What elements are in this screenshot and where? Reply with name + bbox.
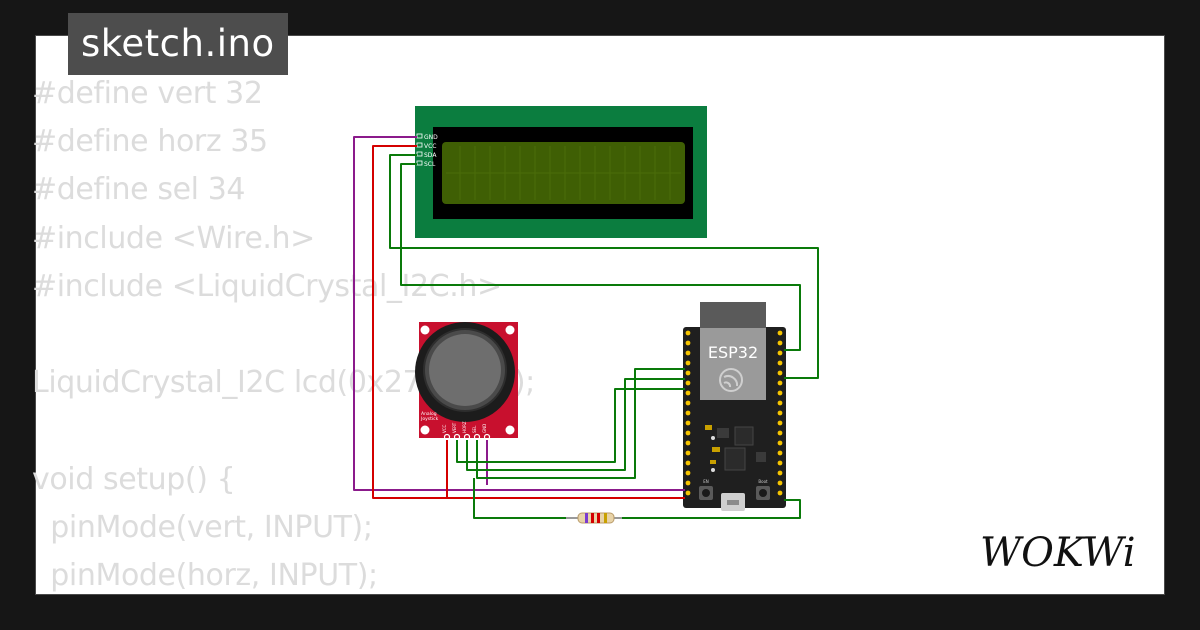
wire-scl <box>400 163 801 351</box>
esp32-devkit[interactable]: ESP32 <box>683 302 786 511</box>
joystick-label-joystick: Joystick <box>420 416 439 422</box>
esp32-antenna <box>700 302 766 328</box>
wire-pullup-right <box>622 499 801 519</box>
esp32-boot-label: Boot <box>758 479 768 484</box>
joystick-knob[interactable] <box>429 334 501 406</box>
wire-sel <box>476 368 685 479</box>
code-line: #include <LiquidCrystal_I2C.h> <box>32 268 502 304</box>
code-preview: #define vert 32 #define horz 35 #define se… <box>32 70 535 600</box>
esp32-right-pins <box>777 330 783 496</box>
code-line: pinMode(horz, INPUT); <box>32 557 378 593</box>
lcd-pin-scl-label: SCL <box>424 161 436 168</box>
code-line: #define horz 35 <box>32 124 268 160</box>
esp32-shield <box>700 328 766 400</box>
file-name-tab: sketch.ino <box>68 13 288 75</box>
espressif-logo-icon <box>719 368 743 392</box>
esp32-left-pins <box>685 330 691 496</box>
code-line: #define sel 34 <box>32 172 246 208</box>
code-line: #include <Wire.h> <box>32 220 315 256</box>
wires <box>353 136 819 519</box>
esp32-boot-button[interactable]: Boot <box>756 479 770 500</box>
wire-vcc-lcd <box>372 145 685 499</box>
wire-sda <box>389 154 819 379</box>
lcd-module[interactable]: GND VCC SDA SCL <box>415 106 707 238</box>
joystick-pin-label: GND <box>482 424 487 433</box>
lcd-char-grid <box>446 146 681 200</box>
wokwi-logo: WOKWi <box>980 530 1136 576</box>
code-line: pinMode(vert, INPUT); <box>32 509 373 545</box>
analog-joystick[interactable]: Analog Joystick VCC VERT HORZ SEL GND <box>415 322 518 441</box>
esp32-en-button[interactable]: EN <box>699 479 713 500</box>
wokwi-logo-text: WOKWi <box>980 530 1136 576</box>
esp32-en-label: EN <box>703 479 709 484</box>
wire-pullup-left <box>473 478 566 519</box>
joystick-pin-label: VERT <box>452 422 457 433</box>
wire-gnd-lcd <box>353 136 685 491</box>
joystick-pin-label: SEL <box>472 425 477 433</box>
esp32-label: ESP32 <box>708 343 758 362</box>
code-line: #define vert 32 <box>32 76 263 111</box>
lcd-pin-vcc-label: VCC <box>424 143 436 150</box>
joystick-pin-label: HORZ <box>462 421 467 433</box>
usb-port-icon <box>721 493 745 511</box>
wire-horz <box>466 378 685 471</box>
joystick-label-analog: Analog <box>421 411 437 417</box>
resistor[interactable] <box>566 512 622 524</box>
lcd-pin-sda-label: SDA <box>424 152 437 159</box>
esp32-components <box>705 425 766 472</box>
wire-vert <box>456 388 685 463</box>
joystick-pin-label: VCC <box>442 424 447 433</box>
code-line: void setup() { <box>32 461 236 497</box>
lcd-pin-gnd-label: GND <box>424 134 438 141</box>
